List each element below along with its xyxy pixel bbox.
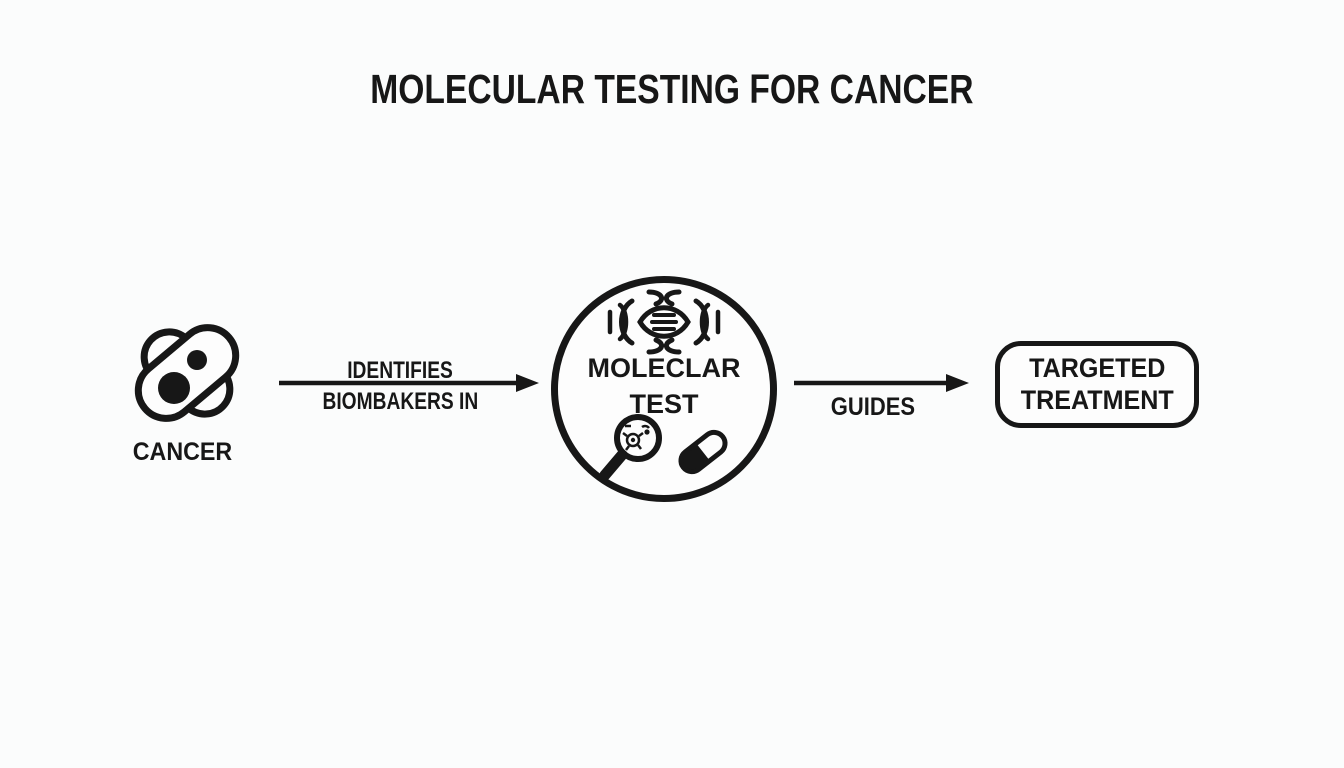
molecular-test-label-line1: MOLECLAR <box>587 353 741 383</box>
dna-helix-icon <box>607 289 721 355</box>
arrow1-label-above: IDENTIFIES <box>347 357 453 384</box>
cancer-cell-icon <box>134 324 240 422</box>
targeted-treatment-node: TARGETED TREATMENT <box>995 341 1199 428</box>
cell-nucleus-small <box>187 350 207 370</box>
treatment-label-line2: TREATMENT <box>1020 384 1174 415</box>
arrow1-label-below: BIOMBAKERS IN <box>322 388 478 415</box>
molecular-test-node: MOLECLAR TEST <box>551 276 777 502</box>
cancer-label: CANCER <box>132 438 232 466</box>
pill-capsule-icon <box>678 429 728 475</box>
magnifier-icon <box>599 414 662 481</box>
molecular-test-label-line2: TEST <box>629 389 699 419</box>
treatment-label-line1: TARGETED <box>1028 353 1166 384</box>
flow-arrow-1-icon <box>279 374 539 392</box>
arrow2-label-below: GUIDES <box>830 393 916 421</box>
cell-nucleus-large <box>158 372 190 404</box>
flow-arrow-2-icon <box>794 374 969 392</box>
page-title: MOLECULAR TESTING FOR CANCER <box>370 66 974 112</box>
